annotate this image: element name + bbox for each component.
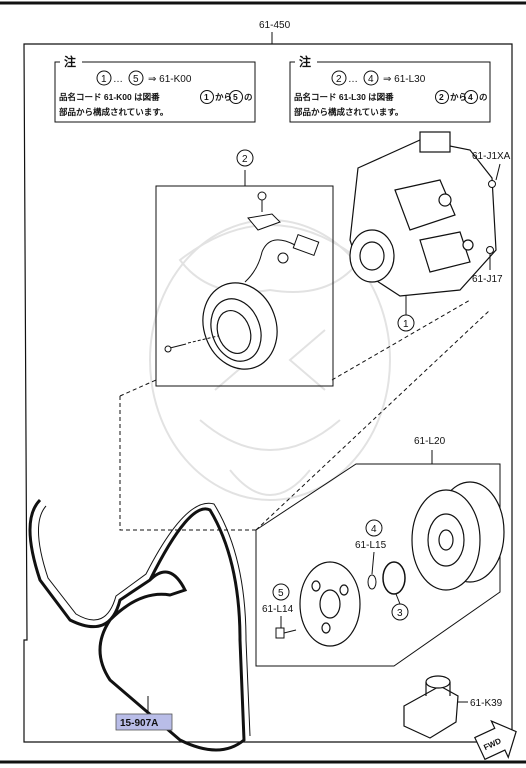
- part-l14: 61-L14: [262, 604, 294, 615]
- note-right-line3: 部品から構成されています。: [294, 107, 403, 117]
- note-right-line2-prefix: 品名コード 61-L30 は図番: [294, 92, 394, 102]
- note-left-target: ⇒ 61-K00: [148, 74, 192, 85]
- pulley-icon: [411, 481, 505, 591]
- assembly-frame: [23, 43, 513, 743]
- snap-ring-icon: [382, 561, 406, 595]
- note-left-end: 5: [133, 74, 139, 85]
- pulley-assembly-box: 61-L20 3 4 61-L15: [255, 436, 505, 667]
- part-k39: 61-K39: [470, 698, 503, 709]
- small-screw-icon: [164, 343, 187, 353]
- note-right-start: 2: [336, 74, 342, 85]
- shim-icon: [367, 574, 377, 590]
- callout-1: 1: [403, 319, 409, 330]
- fwd-arrow-icon: FWD: [474, 719, 517, 761]
- part-j17: 61-J17: [472, 274, 503, 285]
- note-left-title: 注: [64, 54, 76, 69]
- note-right-b: 4: [468, 92, 473, 102]
- bracket-icon: [247, 213, 281, 231]
- note-left-line2-prefix: 品名コード 61-K00 は図番: [59, 92, 160, 102]
- note-left-line2-suffix: の: [244, 92, 253, 102]
- note-left-b: 5: [233, 92, 238, 102]
- callout-3: 3: [397, 608, 403, 619]
- oring-j17-icon: [486, 246, 494, 254]
- part-belt: 15-907A: [120, 718, 158, 729]
- note-left-start: 1: [101, 74, 107, 85]
- cap-icon: [403, 675, 459, 739]
- note-right-end: 4: [368, 74, 374, 85]
- note-right-mid: …: [348, 74, 358, 85]
- note-left-line2-mid: から: [215, 92, 232, 102]
- callout-5: 5: [278, 588, 284, 599]
- assembly-label: 61-450: [259, 20, 291, 31]
- belt-label-highlight: [115, 713, 173, 731]
- note-left-a: 1: [204, 92, 209, 102]
- note-box-right: 注 2 … 4 ⇒ 61-L30 品名コード 61-L30 は図番 2 から 4…: [289, 54, 491, 123]
- part-l15: 61-L15: [355, 540, 387, 551]
- note-right-a: 2: [439, 92, 444, 102]
- note-right-line2-mid: から: [450, 92, 467, 102]
- bolt-icon: [275, 627, 297, 639]
- note-box-left: 注 1 … 5 ⇒ 61-K00 品名コード 61-K00 は図番 1 から 5…: [54, 54, 256, 123]
- clutch-coil-box: 2: [155, 149, 334, 387]
- dashed-guide: [119, 396, 256, 531]
- oring-j1xa-icon: [488, 180, 496, 188]
- note-right-title: 注: [299, 54, 311, 69]
- note-right-line2-suffix: の: [479, 92, 488, 102]
- connector-icon: [244, 234, 320, 283]
- pressure-plate-icon: [299, 561, 361, 647]
- field-coil-icon: [202, 282, 278, 370]
- part-l20: 61-L20: [414, 436, 446, 447]
- callout-4: 4: [371, 524, 377, 535]
- note-right-target: ⇒ 61-L30: [383, 74, 426, 85]
- note-left-line3: 部品から構成されています。: [59, 107, 168, 117]
- screw-icon: [257, 191, 267, 212]
- callout-2: 2: [242, 154, 248, 165]
- compressor-icon: [349, 131, 497, 297]
- note-left-mid: …: [113, 74, 123, 85]
- part-j1xa: 61-J1XA: [472, 151, 511, 162]
- drive-belt-icon: [28, 498, 251, 752]
